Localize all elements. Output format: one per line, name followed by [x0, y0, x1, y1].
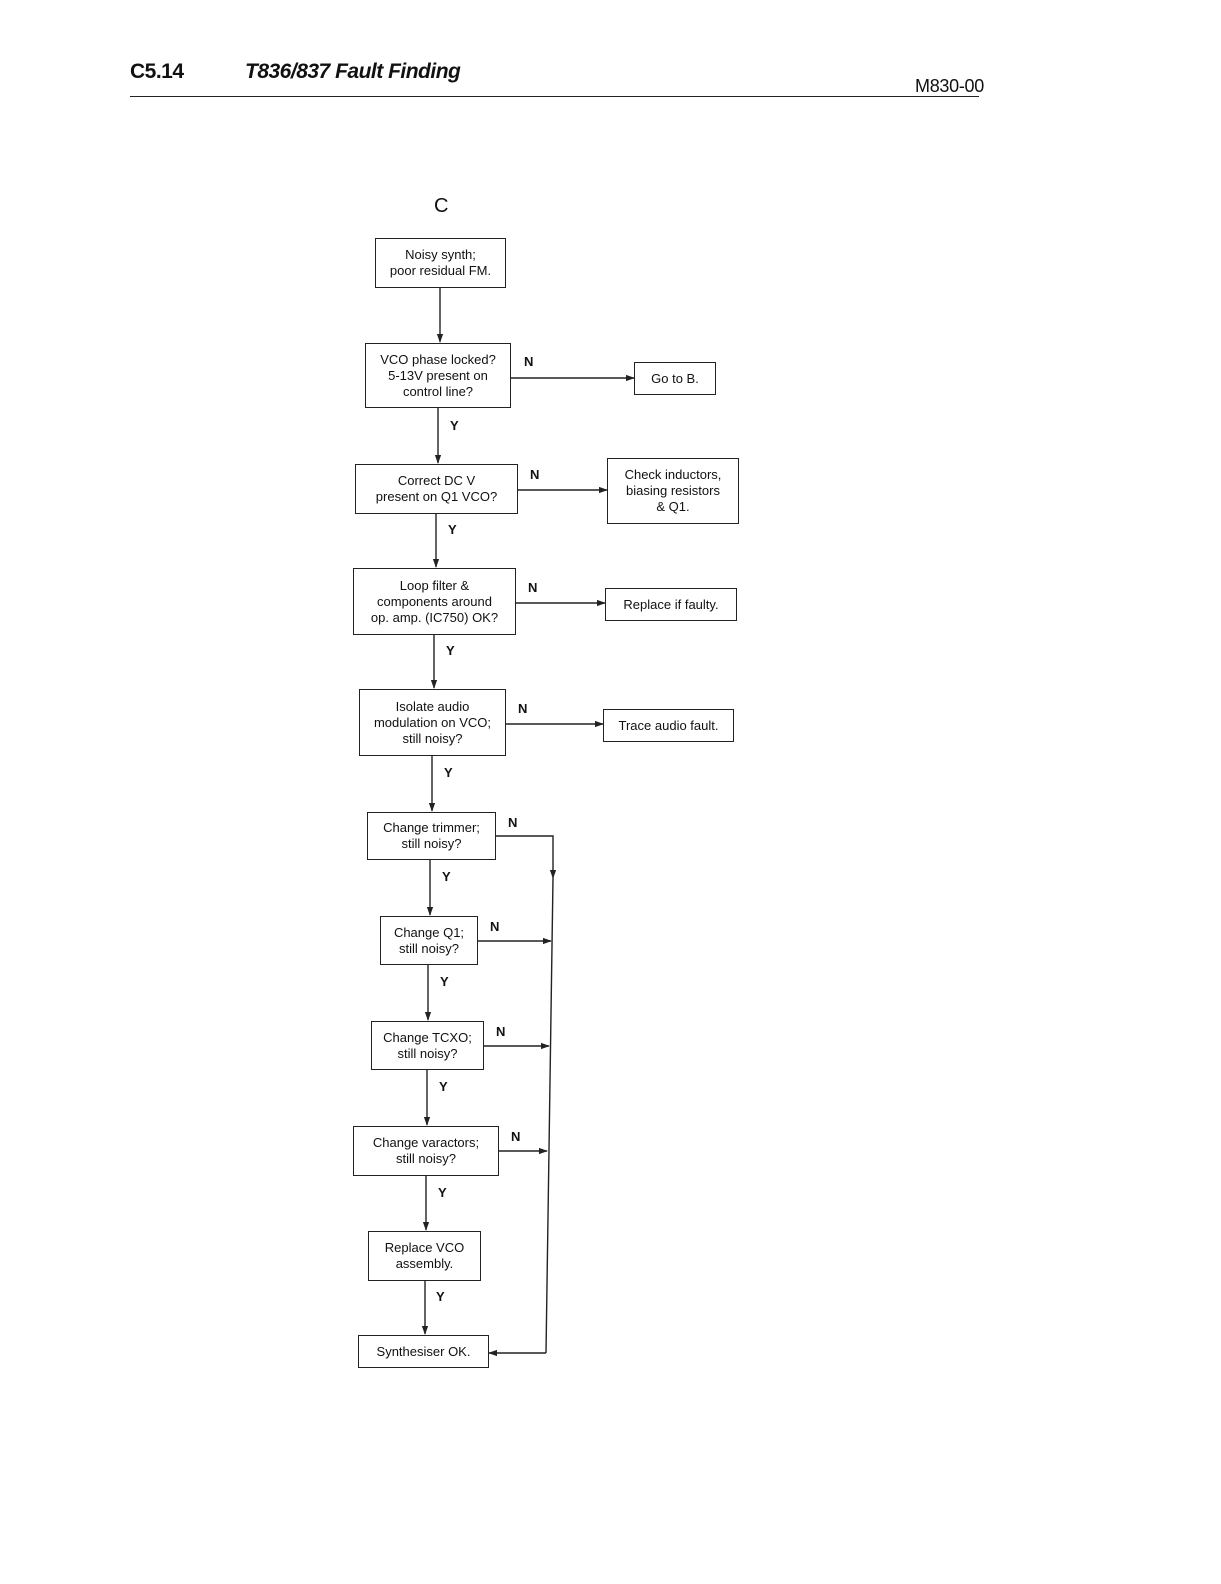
box-replace-vco: Replace VCO assembly.: [368, 1231, 481, 1281]
label-yes: Y: [450, 418, 459, 433]
label-no: N: [496, 1024, 506, 1039]
box-check-inductors: Check inductors, biasing resistors & Q1.: [607, 458, 739, 524]
box-synthesiser-ok: Synthesiser OK.: [358, 1335, 489, 1368]
box-change-tcxo: Change TCXO; still noisy?: [371, 1021, 484, 1070]
label-no: N: [530, 467, 540, 482]
label-no: N: [528, 580, 538, 595]
return-bus: [496, 835, 557, 879]
label-no: N: [524, 354, 534, 369]
label-no: N: [490, 919, 500, 934]
label-yes: Y: [446, 643, 455, 658]
label-yes: Y: [448, 522, 457, 537]
flowchart-heading: C: [434, 195, 449, 217]
label-no: N: [518, 701, 528, 716]
box-change-trimmer: Change trimmer; still noisy?: [367, 812, 496, 860]
document-number: M830-00: [915, 76, 984, 96]
label-yes: Y: [444, 765, 453, 780]
label-yes: Y: [436, 1289, 445, 1304]
label-yes: Y: [438, 1185, 447, 1200]
label-no: N: [511, 1129, 521, 1144]
box-go-to-b: Go to B.: [634, 362, 716, 395]
return-bus-line: [545, 877, 554, 1354]
label-yes: Y: [442, 869, 451, 884]
box-change-q1: Change Q1; still noisy?: [380, 916, 478, 965]
box-replace-if-faulty: Replace if faulty.: [605, 588, 737, 621]
box-correct-dc-v: Correct DC V present on Q1 VCO?: [355, 464, 518, 514]
header-rule: [130, 96, 979, 97]
label-no: N: [508, 815, 518, 830]
box-vco-phase-locked: VCO phase locked? 5-13V present on contr…: [365, 343, 511, 408]
box-noisy-synth: Noisy synth; poor residual FM.: [375, 238, 506, 288]
box-loop-filter: Loop filter & components around op. amp.…: [353, 568, 516, 635]
box-trace-audio-fault: Trace audio fault.: [603, 709, 734, 742]
box-change-varactors: Change varactors; still noisy?: [353, 1126, 499, 1176]
page-title: T836/837 Fault Finding: [245, 60, 461, 83]
box-isolate-audio: Isolate audio modulation on VCO; still n…: [359, 689, 506, 756]
label-yes: Y: [439, 1079, 448, 1094]
section-number: C5.14: [130, 60, 184, 83]
label-yes: Y: [440, 974, 449, 989]
